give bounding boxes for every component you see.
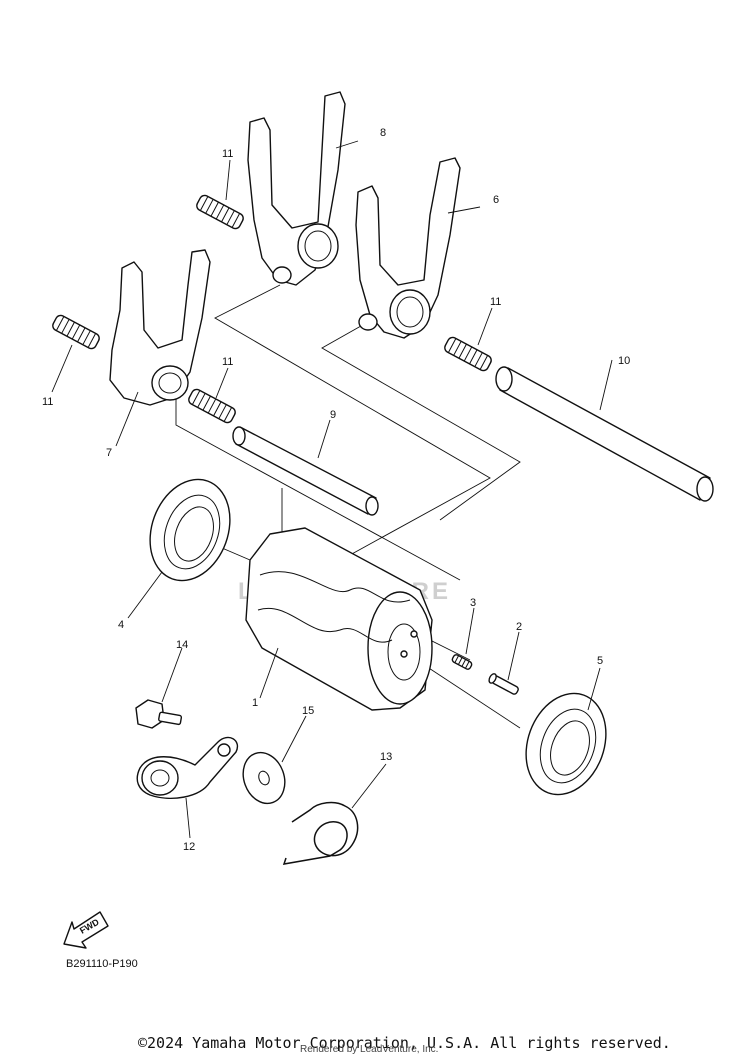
callout-1: 1: [252, 697, 258, 709]
callout-9: 9: [330, 409, 336, 421]
assembly-guide-lines: [175, 284, 521, 729]
callout-4: 4: [118, 619, 124, 631]
callout-15: 15: [302, 705, 314, 717]
callout-11-left: 11: [42, 396, 53, 408]
callout-8: 8: [380, 127, 386, 139]
diagram-reference-code: B291110-P190: [66, 958, 138, 970]
shift-cam-drum-1: [245, 527, 433, 711]
guide-bar-9: [232, 426, 379, 516]
callout-6: 6: [493, 194, 499, 206]
copyright-notice: ©2024 Yamaha Motor Corporation, U.S.A. A…: [138, 1034, 671, 1052]
callout-14: 14: [176, 639, 188, 651]
washer-15: [242, 751, 286, 805]
spring-3: [451, 654, 473, 670]
torsion-spring-13: [282, 801, 359, 865]
callout-12: 12: [183, 841, 195, 853]
shift-fork-8: [247, 91, 346, 286]
shift-fork-6: [355, 157, 461, 339]
callout-11-right: 11: [490, 296, 501, 308]
leader-lines: [51, 140, 613, 839]
rendered-by-notice: Rendered by LeadVenture, Inc.: [300, 1044, 439, 1055]
callout-11-top: 11: [222, 148, 233, 160]
bolt-14: [135, 699, 183, 729]
callout-5: 5: [597, 655, 603, 667]
callout-11-middle: 11: [222, 356, 233, 368]
guide-bar-10: [495, 366, 714, 502]
callout-10: 10: [618, 355, 630, 367]
callout-13: 13: [380, 751, 392, 763]
callout-numbers: 8 6 11 11 7 11 11 10 9 4 3 2 5 1 14 15 1…: [42, 127, 630, 853]
callout-7: 7: [106, 447, 112, 459]
bearing-5: [525, 692, 607, 796]
pin-2: [488, 673, 519, 695]
dowel-pins-11: [52, 194, 492, 424]
bearing-4: [149, 478, 231, 582]
forward-direction-arrow: FWD: [63, 911, 109, 949]
callout-3: 3: [470, 597, 476, 609]
callout-2: 2: [516, 621, 522, 633]
shift-fork-7: [109, 249, 211, 406]
stopper-lever-12: [136, 736, 239, 799]
